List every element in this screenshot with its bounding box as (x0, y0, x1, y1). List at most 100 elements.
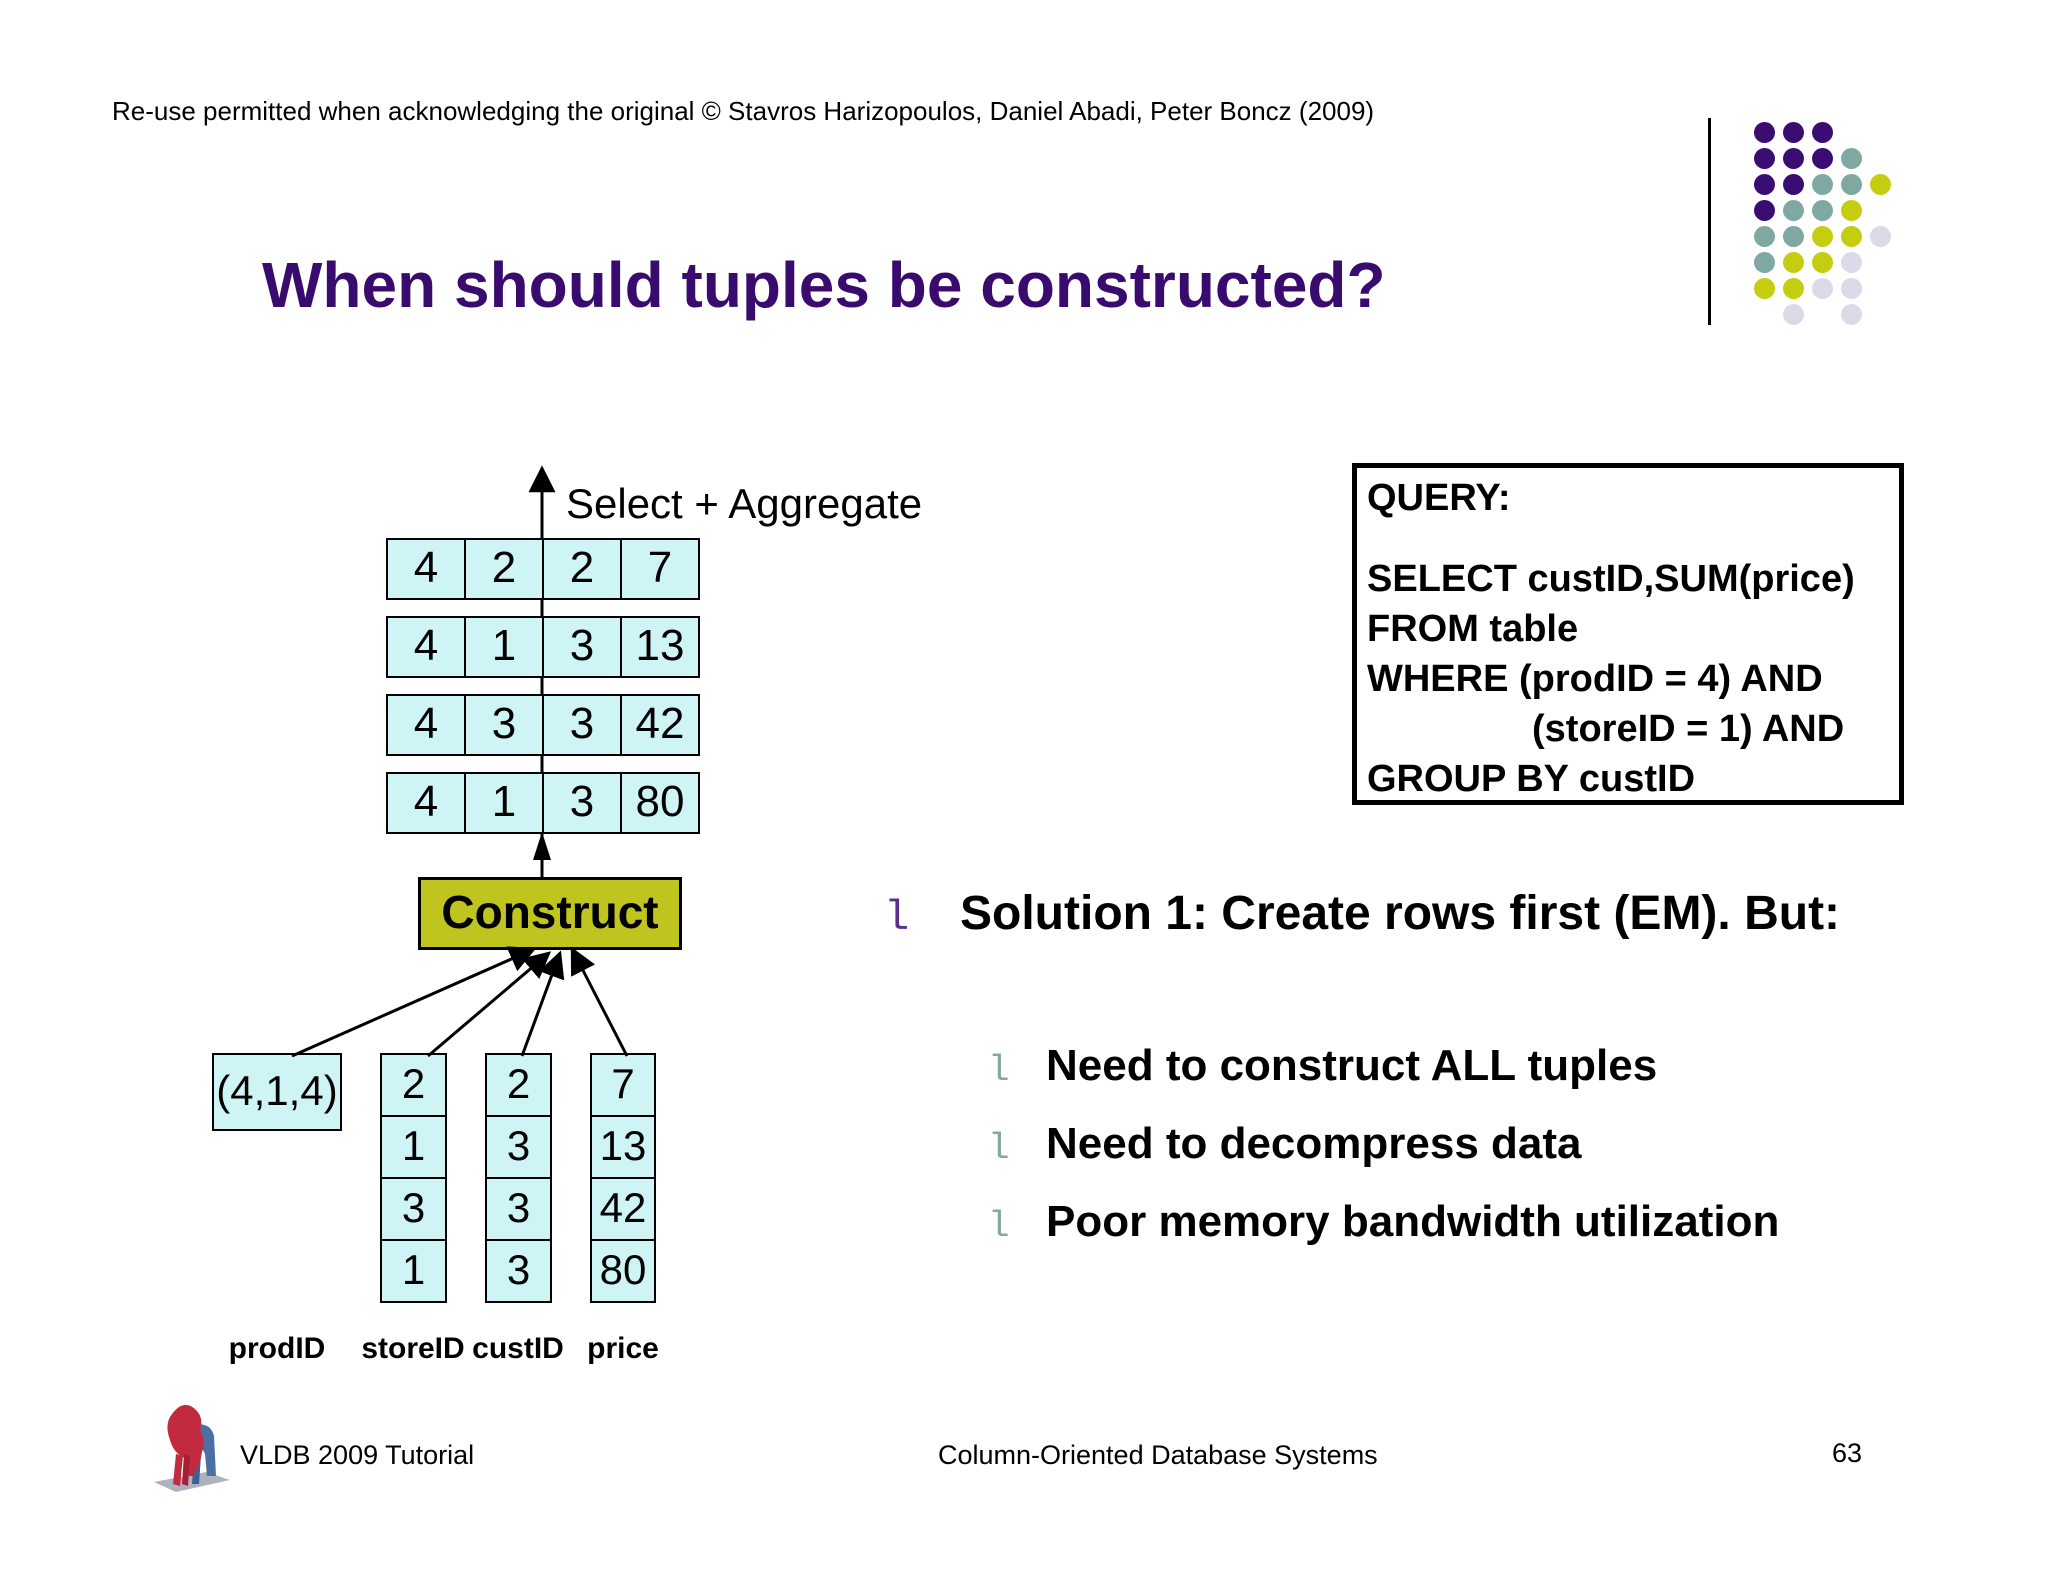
copyright-notice: Re-use permitted when acknowledging the … (112, 96, 1375, 126)
column-label-custid: custID (472, 1332, 564, 1365)
tuple-cell: 2 (464, 540, 542, 598)
tuple-cell: 13 (620, 618, 698, 676)
column-cell: 7 (611, 1060, 635, 1107)
logo-dot (1870, 174, 1891, 195)
tuple-row: 4 3 3 42 (386, 694, 700, 756)
logo-dot (1783, 200, 1804, 221)
tuple-cell: 4 (413, 621, 439, 670)
sub-bullet-text: Poor memory bandwidth utilization (1046, 1197, 1780, 1246)
logo-divider-line (1708, 118, 1711, 325)
column-cell: 3 (487, 1239, 550, 1301)
tuple-cell: 2 (542, 540, 620, 598)
footer-left-text: VLDB 2009 Tutorial (240, 1440, 475, 1470)
tuple-cell: 80 (620, 774, 698, 832)
logo-dot (1783, 304, 1804, 325)
column-cell: 1 (382, 1115, 445, 1177)
logo-dot (1812, 226, 1833, 247)
sub-bullet-text: Need to decompress data (1046, 1119, 1582, 1168)
logo-dot (1783, 252, 1804, 273)
column-cell: 2 (401, 1060, 426, 1107)
logo-dot (1841, 148, 1862, 169)
logo-dot (1754, 122, 1775, 143)
query-line: SELECT custID,SUM(price) (1367, 558, 1855, 600)
query-line: WHERE (prodID = 4) AND (1367, 658, 1823, 700)
tuple-cell: 42 (620, 696, 698, 754)
logo-dot (1812, 252, 1833, 273)
tuple-row: 4 1 3 80 (386, 772, 700, 834)
tuple-cell: 4 (413, 699, 439, 748)
logo-dot (1870, 226, 1891, 247)
logo-dot (1812, 200, 1833, 221)
main-bullet-text: Solution 1: Create rows first (EM). But: (960, 887, 1841, 940)
logo-dot (1812, 278, 1833, 299)
prodid-compressed-box: (4,1,4) (212, 1053, 342, 1131)
column-label-prodid: prodID (228, 1332, 326, 1365)
tuple-cell: 3 (542, 696, 620, 754)
custid-column: 2 3 3 3 (485, 1053, 552, 1303)
price-column: 7 13 42 80 (590, 1053, 656, 1303)
bullet-marker: l (884, 894, 910, 942)
tuple-cell: 3 (464, 696, 542, 754)
main-bullet-item: l Solution 1: Create rows first (EM). Bu… (884, 878, 1910, 950)
logo-dot (1812, 148, 1833, 169)
column-cell: 80 (592, 1239, 654, 1301)
logo-dot (1841, 252, 1862, 273)
logo-dot (1841, 174, 1862, 195)
tuple-cell: 1 (464, 774, 542, 832)
logo-dot (1812, 122, 1833, 143)
logo-dot (1841, 304, 1862, 325)
column-cell: 42 (592, 1177, 654, 1239)
query-heading: QUERY: (1367, 477, 1511, 519)
logo-dot (1783, 174, 1804, 195)
bullet-marker: l (988, 1128, 1010, 1169)
bullet-marker: l (988, 1206, 1010, 1247)
column-cell: 3 (487, 1115, 550, 1177)
tuple-cell: 1 (464, 618, 542, 676)
footer-page-number: 63 (1832, 1438, 1863, 1468)
query-line: FROM table (1367, 608, 1579, 650)
query-line: (storeID = 1) AND (1532, 708, 1845, 750)
tuple-cell: 3 (542, 774, 620, 832)
logo-dot (1754, 278, 1775, 299)
column-cell: 13 (592, 1115, 654, 1177)
page-title: When should tuples be constructed? (262, 249, 1386, 321)
logo-dot (1841, 200, 1862, 221)
logo-dot (1783, 278, 1804, 299)
bullet-marker: l (988, 1050, 1010, 1091)
tuple-cell: 4 (413, 777, 439, 826)
column-cell: 2 (506, 1060, 531, 1107)
query-box: QUERY: SELECT custID,SUM(price) FROM tab… (1352, 463, 1904, 805)
column-cell: 1 (382, 1239, 445, 1301)
column-cell: 3 (382, 1177, 445, 1239)
logo-dot (1783, 148, 1804, 169)
logo-dot (1841, 226, 1862, 247)
vldb-dots-logo (1754, 122, 1914, 347)
logo-dot (1754, 148, 1775, 169)
column-label-storeid: storeID (361, 1332, 465, 1365)
logo-dot (1754, 200, 1775, 221)
select-aggregate-label: Select + Aggregate (566, 480, 923, 527)
column-cell: 3 (487, 1177, 550, 1239)
tuple-row: 4 1 3 13 (386, 616, 700, 678)
tuple-row: 4 2 2 7 (386, 538, 700, 600)
sub-bullet-text: Need to construct ALL tuples (1046, 1041, 1658, 1090)
footer-center-text: Column-Oriented Database Systems (938, 1440, 1378, 1470)
lion-statue-logo (154, 1404, 230, 1492)
construct-operator-box: Construct (418, 877, 682, 950)
sub-bullet-item: l Need to decompress data (988, 1114, 1786, 1174)
column-label-price: price (587, 1332, 659, 1365)
logo-dot (1783, 226, 1804, 247)
query-line: GROUP BY custID (1367, 758, 1696, 800)
logo-dot (1841, 278, 1862, 299)
logo-dot (1812, 174, 1833, 195)
storeid-column: 2 1 3 1 (380, 1053, 447, 1303)
sub-bullet-item: l Need to construct ALL tuples (988, 1036, 1786, 1096)
logo-dot (1754, 252, 1775, 273)
logo-dot (1754, 174, 1775, 195)
tuple-cell: 4 (413, 543, 439, 592)
logo-dot (1783, 122, 1804, 143)
sub-bullet-item: l Poor memory bandwidth utilization (988, 1192, 1786, 1252)
logo-dot (1754, 226, 1775, 247)
tuple-cell: 3 (542, 618, 620, 676)
